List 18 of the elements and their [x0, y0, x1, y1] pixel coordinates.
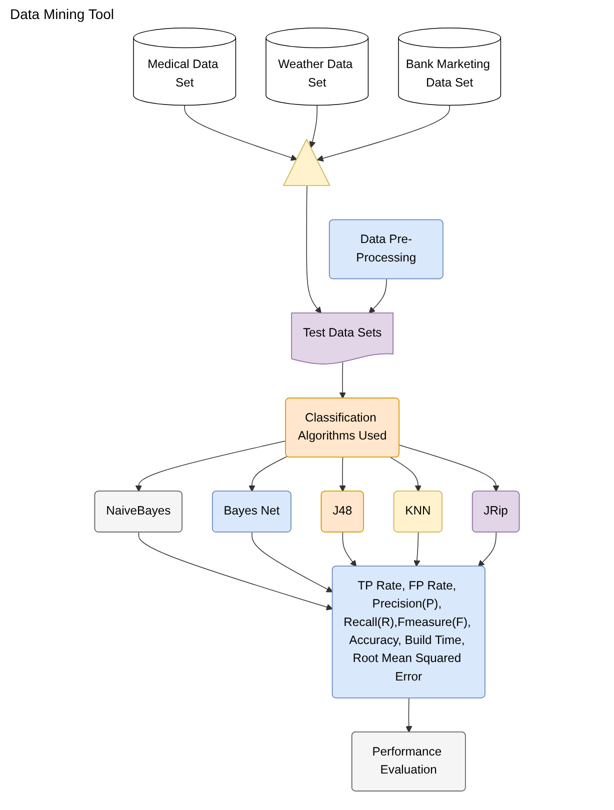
arrow	[135, 440, 286, 492]
arrow	[184, 104, 298, 161]
arrow	[138, 532, 333, 610]
arrow	[339, 362, 346, 399]
arrow	[306, 186, 322, 314]
arrow	[399, 444, 500, 492]
arrow	[309, 104, 318, 148]
arrow	[252, 532, 333, 592]
arrow	[478, 532, 497, 567]
arrow	[316, 104, 450, 162]
arrow	[248, 456, 288, 492]
arrow	[390, 457, 422, 492]
arrow	[414, 532, 420, 567]
arrow	[368, 278, 387, 314]
arrow	[406, 698, 412, 733]
arrow	[342, 532, 357, 567]
arrow	[339, 457, 346, 492]
tool-label: Data Mining Tool	[10, 6, 114, 22]
